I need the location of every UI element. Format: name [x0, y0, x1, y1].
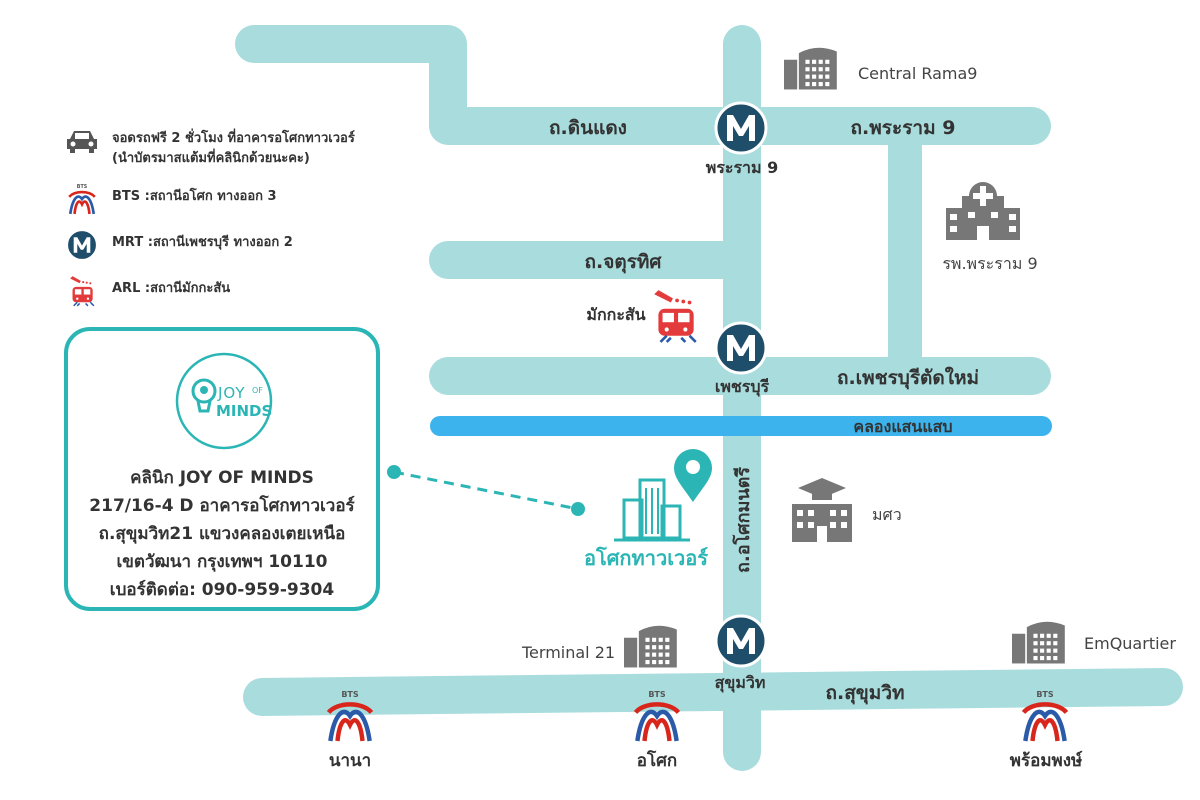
location-pin-icon: [674, 449, 712, 502]
clinic-connector-line: [393, 470, 579, 511]
clinic-address-line1: 217/16-4 D อาคารอโศกทาวเวอร์: [89, 496, 355, 516]
university-icon: [792, 478, 852, 542]
legend-item-mrt: MRT :สถานีเพชรบุรี ทางออก 2: [64, 229, 404, 261]
logo-mark: JOY OF MINDS: [175, 352, 272, 450]
station-label-mrt-phetchaburi: เพชรบุรี: [715, 377, 770, 397]
connector-start-dot: [387, 465, 401, 479]
landmark-label-asoke-tower: อโศกทาวเวอร์: [584, 546, 708, 570]
bts-icon: [64, 183, 100, 215]
clinic-address-line3: เขตวัฒนา กรุงเทพฯ 10110: [116, 552, 328, 572]
mrt-phetchaburi-icon: [714, 321, 768, 375]
station-label-mrt-rama9: พระราม 9: [706, 158, 779, 177]
road-label-phetchaburi-new: ถ.เพชรบุรีตัดใหม่: [837, 366, 979, 390]
road-din-daeng-upper: [235, 25, 1051, 145]
connector-end-dot: [571, 502, 585, 516]
mrt-rama9-icon: [714, 101, 768, 155]
mrt-sukhumvit-icon: [714, 614, 768, 668]
legend-item-arl: ARL :สถานีมักกะสัน: [64, 275, 404, 307]
legend-mrt-text: MRT :สถานีเพชรบุรี ทางออก 2: [112, 235, 293, 250]
canal-label: คลองแสนแสบ: [853, 417, 952, 436]
road-label-sukhumvit: ถ.สุขุมวิท: [825, 682, 904, 705]
hospital-icon: [946, 182, 1020, 240]
car-icon: [67, 131, 97, 153]
legend-item-bts: BTS :สถานีอโศก ทางออก 3: [64, 183, 404, 215]
clinic-address-block: คลินิก JOY OF MINDS 217/16-4 D อาคารอโศก…: [68, 464, 376, 604]
road-label-din-daeng: ถ.ดินแดง: [549, 117, 627, 139]
arl-icon: [64, 275, 100, 307]
road-sukhumvit: [243, 668, 1183, 716]
clinic-address-line2: ถ.สุขุมวิท21 แขวงคลองเตยเหนือ: [98, 524, 346, 544]
central-rama9-building-icon: [784, 47, 837, 90]
mrt-icon: [64, 229, 100, 261]
road-label-asok-montri: ถ.อโศกมนตรี: [732, 467, 754, 573]
road-label-chatuthit: ถ.จตุรทิศ: [585, 251, 663, 274]
landmark-label-terminal21: Terminal 21: [521, 643, 615, 662]
map-legend: จอดรถฟรี 2 ชั่วโมง ที่อาคารอโศกทาวเวอร์ …: [64, 125, 404, 321]
road-label-rama9: ถ.พระราม 9: [851, 117, 956, 139]
station-label-mrt-sukhumvit: สุขุมวิท: [715, 673, 766, 693]
legend-bts-text: BTS :สถานีอโศก ทางออก 3: [112, 189, 277, 204]
legend-arl-text: ARL :สถานีมักกะสัน: [112, 281, 231, 296]
station-label-asok: อโศก: [637, 750, 677, 771]
clinic-info-card: JOY OF MINDS คลินิก JOY OF MINDS 217/16-…: [64, 327, 380, 611]
landmark-label-emquartier: EmQuartier: [1084, 634, 1176, 653]
joy-of-minds-logo: JOY OF MINDS: [174, 351, 274, 451]
logo-text-joy: JOY: [217, 384, 246, 402]
station-label-phrom-phong: พร้อมพงษ์: [1010, 750, 1083, 771]
emquartier-building-icon: [1012, 621, 1065, 664]
landmark-label-swu: มศว: [872, 505, 902, 524]
landmark-label-rama9-hospital: รพ.พระราม 9: [942, 254, 1037, 273]
arl-train-icon: [652, 288, 698, 344]
asoke-tower-building-icon: [614, 478, 690, 542]
logo-text-minds: MINDS: [216, 402, 272, 420]
legend-parking-line1: จอดรถฟรี 2 ชั่วโมง ที่อาคารอโศกทาวเวอร์: [112, 131, 355, 146]
landmark-label-central-rama9: Central Rama9: [858, 64, 977, 83]
terminal21-building-icon: [624, 625, 677, 668]
clinic-name: คลินิก JOY OF MINDS: [130, 468, 314, 488]
station-label-nana: นานา: [329, 751, 371, 771]
legend-parking-line2: (นำบัตรมาสแต้มที่คลินิกด้วยนะคะ): [112, 151, 310, 166]
clinic-phone[interactable]: เบอร์ติดต่อ: 090-959-9304: [109, 580, 335, 600]
legend-item-parking: จอดรถฟรี 2 ชั่วโมง ที่อาคารอโศกทาวเวอร์ …: [64, 125, 404, 169]
logo-text-of: OF: [252, 386, 263, 395]
station-label-makkasan: มักกะสัน: [586, 305, 645, 324]
